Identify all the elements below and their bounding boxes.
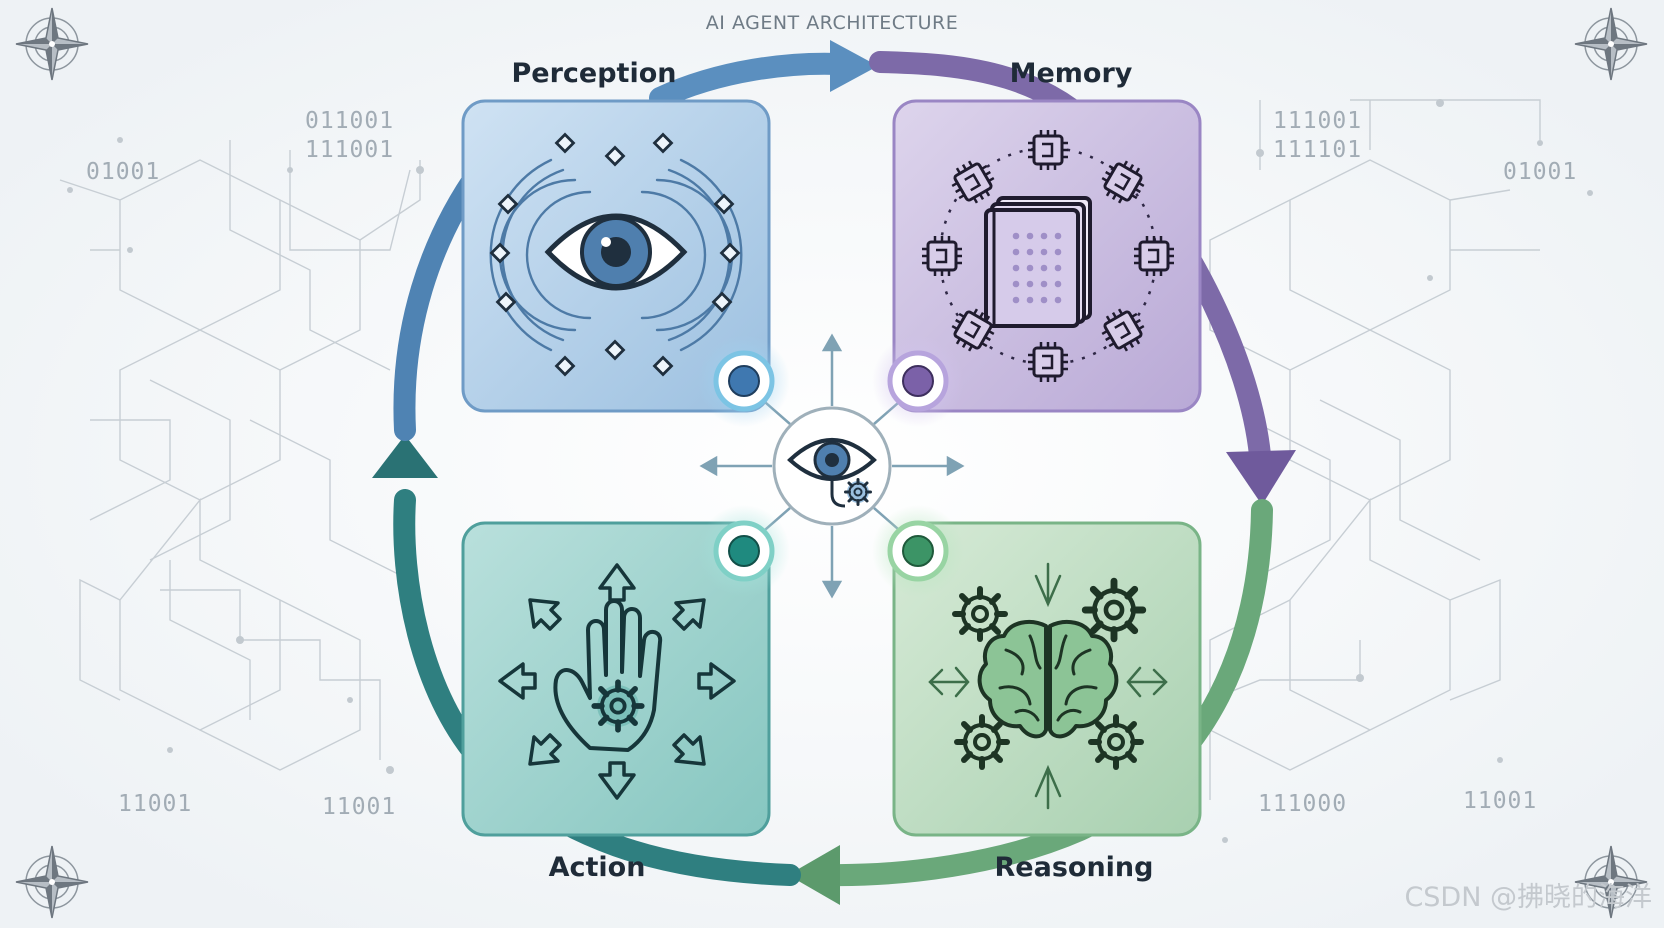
central-hub — [699, 333, 965, 599]
binary-right-5: 11001 — [1463, 788, 1537, 814]
circuit-left-nodes — [67, 137, 424, 774]
circuit-right-nodes — [1222, 99, 1593, 843]
node-reasoning — [872, 505, 964, 597]
dot-grid — [1012, 232, 1062, 304]
quadrant-action[interactable] — [461, 521, 771, 837]
binary-left-3: 01001 — [86, 159, 160, 185]
brain-icon — [977, 619, 1119, 739]
chip-icon — [1132, 234, 1176, 278]
hub-gear-icon — [844, 478, 872, 506]
node-action — [698, 505, 790, 597]
quadrant-perception[interactable] — [461, 99, 771, 413]
quadrant-memory[interactable] — [892, 99, 1202, 413]
binary-left-2: 111001 — [305, 137, 394, 163]
binary-right-2: 111101 — [1273, 137, 1362, 163]
node-memory — [872, 335, 964, 427]
watermark: CSDN @拂晓的海洋 — [1404, 882, 1652, 913]
node-perception — [698, 335, 790, 427]
label-perception: Perception — [512, 58, 677, 89]
hub-eye-icon — [787, 438, 877, 508]
data-points — [489, 132, 741, 377]
reasoning-branch-arrows — [928, 562, 1168, 810]
binary-left-5: 11001 — [322, 794, 396, 820]
diagram-title: AI AGENT ARCHITECTURE — [706, 12, 958, 34]
chip-icon — [1026, 340, 1070, 384]
arrow-perception-to-memory — [649, 52, 851, 109]
label-action: Action — [549, 852, 646, 883]
binary-right-3: 01001 — [1503, 159, 1577, 185]
book-icon — [984, 196, 1092, 328]
binary-right-1: 111001 — [1273, 108, 1362, 134]
binary-left-1: 011001 — [305, 108, 394, 134]
label-memory: Memory — [1010, 58, 1133, 89]
circuit-left-decoration — [59, 140, 421, 771]
quadrant-reasoning[interactable] — [892, 521, 1202, 837]
gear-icon — [594, 682, 642, 730]
binary-left-4: 11001 — [118, 791, 192, 817]
eye-icon — [544, 213, 688, 291]
chip-icon — [920, 234, 964, 278]
action-arrow-icons — [498, 563, 736, 800]
binary-right-4: 111000 — [1258, 791, 1347, 817]
chip-icon — [1026, 128, 1070, 172]
label-reasoning: Reasoning — [995, 852, 1154, 883]
